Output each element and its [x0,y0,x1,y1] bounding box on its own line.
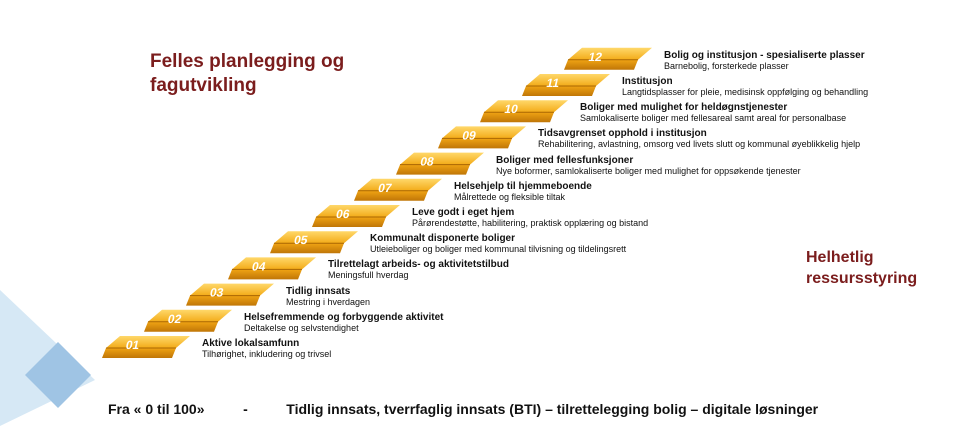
step-07: 07 [354,178,442,201]
step-description: Tilhørighet, inkludering og trivsel [202,349,332,359]
step-tread [232,257,316,270]
step-12: 12 [564,47,652,70]
step-description: Utleieboliger og boliger med kommunal ti… [370,244,627,255]
step-riser [564,59,638,70]
step-tread [106,336,190,348]
step-tread [568,47,652,60]
step-11: 11 [522,74,610,96]
step-riser [480,112,554,123]
step-03: 03 [186,283,274,306]
step-number: 10 [503,102,520,116]
right-heading: Helhetlig ressursstyring [806,249,918,287]
step-number: 11 [545,76,561,90]
step-number: 03 [209,286,226,300]
step-title: Kommunalt disponerte boliger [370,233,516,245]
step-description: Nye boformer, samlokaliserte boliger med… [496,165,801,176]
step-tread [442,126,526,139]
step-title: Institusjon [622,76,673,87]
step-title: Boliger med fellesfunksjoner [496,154,634,166]
step-riser [522,86,596,96]
step-description: Samlokaliserte boliger med fellesareal s… [580,113,847,124]
step-10: 10 [480,100,568,123]
step-riser [144,321,218,332]
step-number: 06 [335,207,352,221]
step-title: Helsehjelp til hjemmeboende [454,180,592,192]
step-label-04: Tilrettelagt arbeids- og aktivitetstilbu… [328,259,509,281]
step-title: Tidsavgrenset opphold i institusjon [538,128,707,140]
step-label-12: Bolig og institusjon - spesialiserte pla… [664,50,865,72]
step-riser [312,217,386,227]
step-riser [438,138,512,149]
step-description: Langtidsplasser for pleie, medisinsk opp… [622,87,869,97]
step-description: Meningsfull hverdag [328,270,409,281]
step-06: 06 [312,205,400,227]
step-title: Tilrettelagt arbeids- og aktivitetstilbu… [328,259,509,271]
step-title: Boliger med mulighet for heldøgnstjenest… [580,102,788,114]
step-number: 07 [377,181,394,195]
step-08: 08 [396,152,484,175]
step-description: Deltakelse og selvstendighet [244,322,359,333]
step-tread [400,152,484,165]
step-title: Bolig og institusjon - spesialiserte pla… [664,49,865,61]
decorative-diamonds [0,290,95,426]
step-number: 12 [587,50,604,64]
step-number: 05 [293,233,310,247]
step-description: Pårørendestøtte, habilitering, praktisk … [412,218,649,228]
step-description: Målrettede og fleksible tiltak [454,191,566,202]
footer-right-text: Tidlig innsats, tverrfaglig innsats (BTI… [286,401,819,417]
left-heading: Felles planlegging og fagutvikling [150,51,345,96]
step-number: 09 [461,129,478,143]
footer-left-text: Fra « 0 til 100» [108,401,205,417]
step-description: Rehabilitering, avlastning, omsorg ved l… [538,139,861,150]
step-description: Mestring i hverdagen [286,296,371,307]
step-title: Leve godt i eget hjem [412,207,515,218]
step-riser [186,295,260,306]
step-09: 09 [438,126,526,149]
step-01: 01 [102,336,190,358]
step-title: Helsefremmende og forbyggende aktivitet [244,311,444,323]
step-title: Aktive lokalsamfunn [202,338,300,349]
step-label-10: Boliger med mulighet for heldøgnstjenest… [580,102,846,124]
step-05: 05 [270,231,358,254]
step-tread [316,205,400,217]
step-riser [270,243,344,254]
step-title: Tidlig innsats [286,285,351,297]
footer: Fra « 0 til 100» - Tidlig innsats, tverr… [108,401,958,417]
footer-dash: - [243,401,248,417]
step-tread [274,231,358,244]
step-riser [102,348,176,358]
step-tread [148,309,232,322]
step-04: 04 [228,257,316,280]
step-02: 02 [144,309,232,332]
step-tread [358,178,442,191]
step-riser [354,190,428,201]
step-description: Barnebolig, forsterkede plasser [664,60,789,71]
step-riser [228,269,302,280]
step-riser [396,164,470,175]
step-number: 08 [419,155,436,169]
decor-diamond-dark [25,342,91,408]
step-number: 04 [251,260,268,274]
step-tread [190,283,274,296]
step-tread [484,100,568,113]
step-number: 01 [124,338,141,352]
step-number: 02 [167,312,184,326]
step-tread [526,74,610,86]
